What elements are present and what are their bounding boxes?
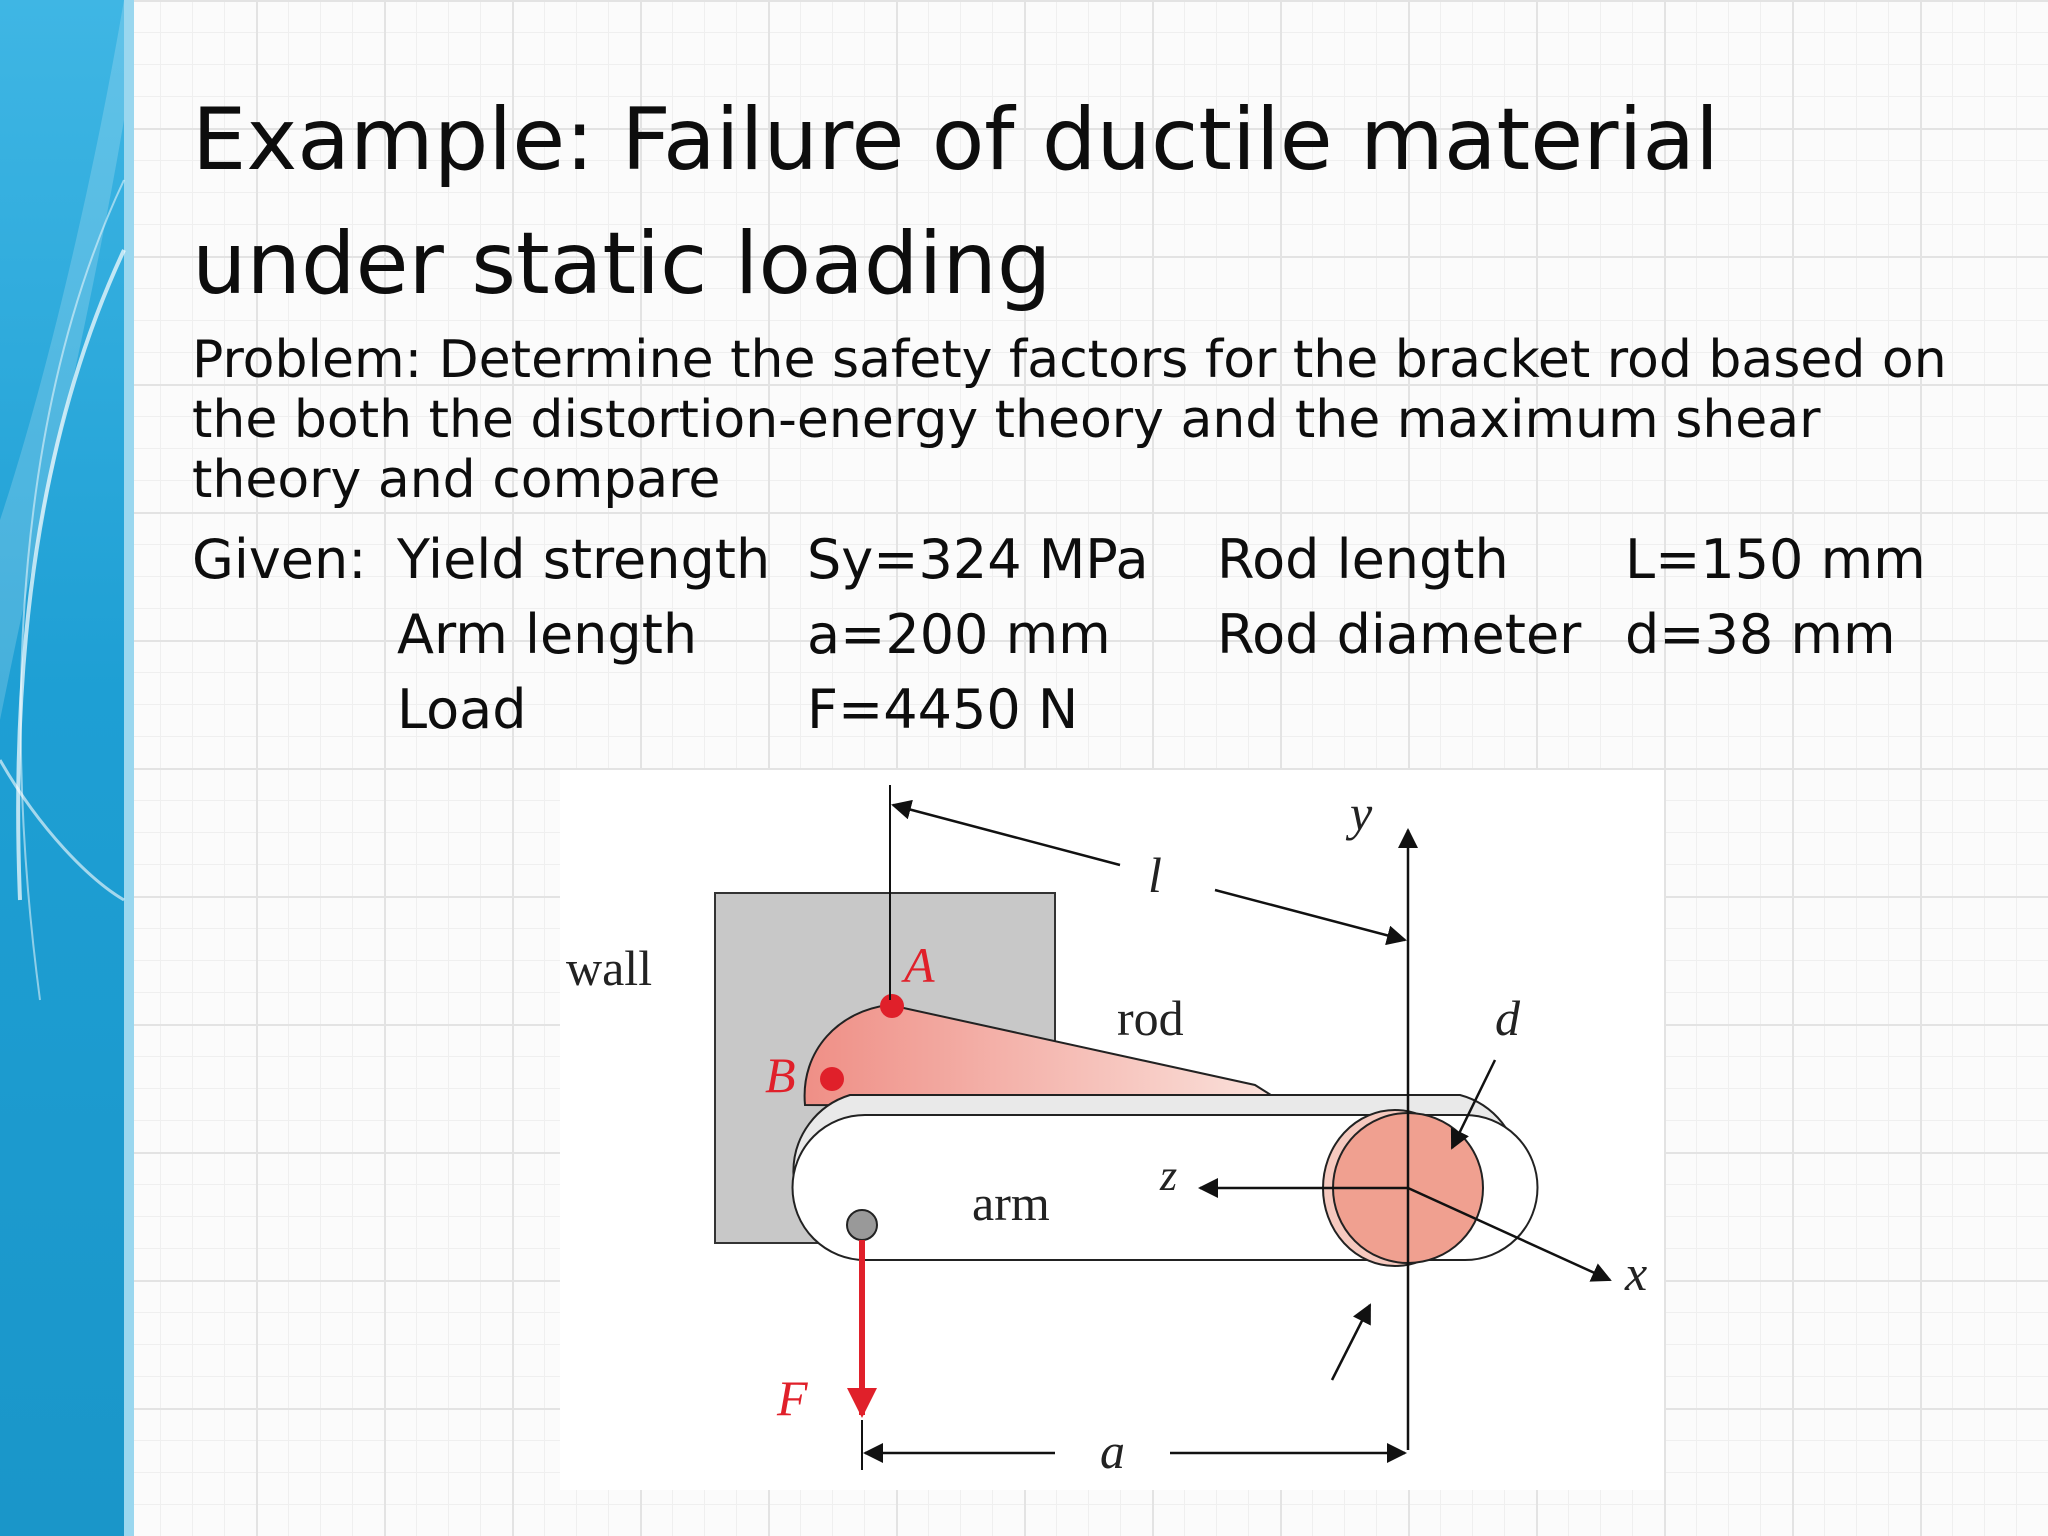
given-row2-label1: Arm length [397,603,698,666]
arm-label: arm [972,1175,1050,1231]
force-label: F [776,1370,808,1426]
slide-title: Example: Failure of ductile material und… [192,90,1720,314]
sidebar-decoration [0,0,134,1536]
point-a-label: A [901,937,935,993]
dimension-d-top [1450,1059,1497,1150]
x-axis [1407,1186,1612,1282]
bracket-diagram: wall rod arm A B l y z x d F a [560,770,1664,1490]
diameter-label: d [1495,990,1521,1046]
rod-member [803,1003,1294,1109]
dimension-l-left [891,799,1121,867]
given-row3-value1: F=4450 N [807,678,1079,741]
given-row1-label2: Rod length [1217,528,1509,591]
load-hole [846,1209,878,1241]
y-axis-label: y [1345,785,1373,841]
point-a-marker [880,994,904,1018]
given-row1-label1: Yield strength [397,528,771,591]
rod-label: rod [1117,990,1184,1046]
given-label: Given: [192,528,367,591]
given-row1-value1: Sy=324 MPa [807,528,1149,591]
given-row1-value2: L=150 mm [1625,528,1926,591]
x-axis-label: x [1624,1245,1647,1301]
problem-statement: Problem: Determine the safety factors fo… [192,330,1947,510]
dimension-l-right [1214,888,1407,946]
given-row2-label2: Rod diameter [1217,603,1582,666]
dimension-d-bottom [1330,1303,1372,1381]
given-row2-value2: d=38 mm [1625,603,1896,666]
length-l-label: l [1148,847,1162,903]
z-axis-label: z [1159,1151,1177,1200]
given-row2-value1: a=200 mm [807,603,1111,666]
wall-label: wall [566,940,652,996]
given-row3-label1: Load [397,678,527,741]
arm-length-label: a [1100,1423,1125,1479]
point-b-label: B [765,1047,796,1103]
point-b-marker [820,1067,844,1091]
